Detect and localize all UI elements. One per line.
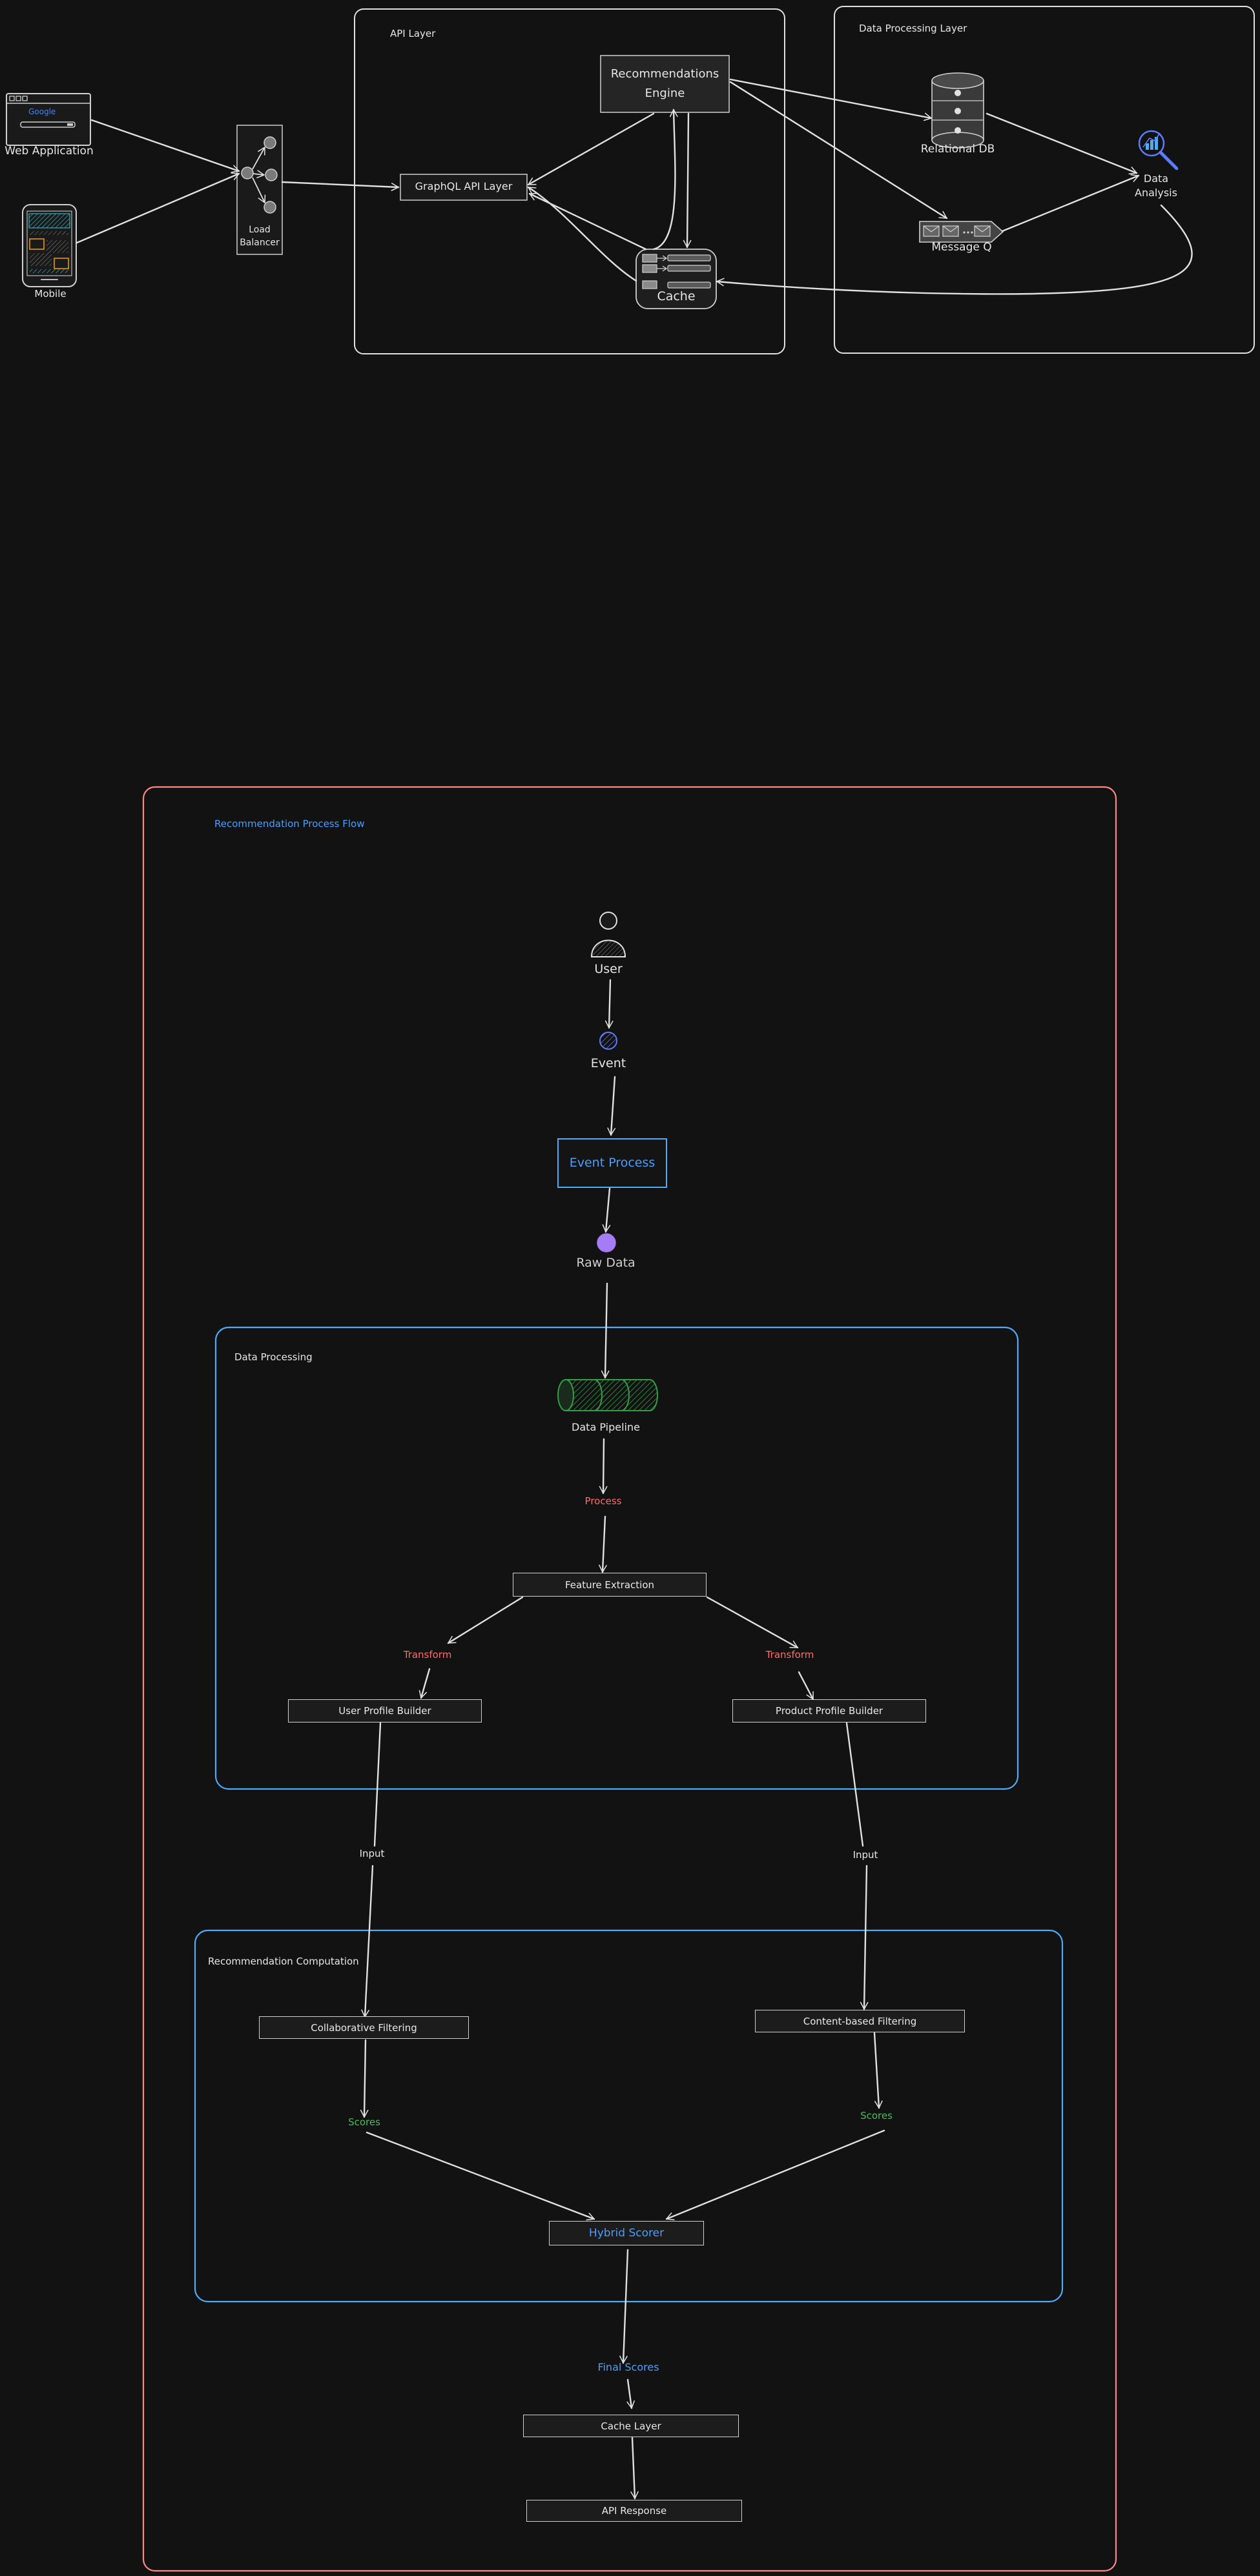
- api-layer-title: API Layer: [390, 28, 436, 39]
- rec-engine-node[interactable]: [600, 55, 730, 113]
- product-profile-builder-node[interactable]: Product Profile Builder: [732, 1699, 926, 1722]
- process-label: Process: [584, 1495, 622, 1507]
- transform-left-label: Transform: [403, 1649, 452, 1661]
- event-process-label: Event Process: [569, 1156, 656, 1170]
- data-pipeline-label: Data Pipeline: [572, 1421, 640, 1433]
- user-icon: [590, 912, 626, 957]
- data-processing-layer-frame: [834, 6, 1255, 354]
- data-processing-frame: [214, 1326, 1019, 1790]
- load-balancer-label-line1: Load: [249, 225, 271, 235]
- rec-computation-title: Recommendation Computation: [208, 1956, 359, 1967]
- graphql-node[interactable]: [400, 174, 528, 201]
- message-q-label: Message Q: [931, 241, 992, 254]
- relational-db-icon[interactable]: [931, 72, 984, 148]
- event-node[interactable]: [599, 1032, 617, 1050]
- cache-label: Cache: [657, 289, 696, 303]
- raw-data-label: Raw Data: [576, 1256, 635, 1270]
- data-layer-title: Data Processing Layer: [859, 23, 967, 34]
- cache-layer-node[interactable]: Cache Layer: [523, 2415, 739, 2437]
- load-balancer-label-line2: Balancer: [240, 238, 280, 248]
- data-analysis-icon[interactable]: [1138, 130, 1179, 170]
- web-app-label: Web Application: [5, 145, 94, 158]
- load-balancer-label: Load Balancer: [234, 223, 285, 249]
- hybrid-scorer-node[interactable]: Hybrid Scorer: [549, 2221, 704, 2245]
- message-queue-icon[interactable]: [919, 221, 1004, 243]
- raw-data-node[interactable]: [597, 1233, 616, 1252]
- final-scores-label: Final Scores: [597, 2361, 659, 2373]
- mobile-phone-icon: [22, 204, 77, 287]
- user-label: User: [594, 962, 623, 976]
- api-response-node[interactable]: API Response: [526, 2500, 742, 2522]
- relational-db-label: Relational DB: [920, 143, 995, 156]
- flow-frame: [142, 786, 1117, 2572]
- event-process-node[interactable]: [557, 1138, 667, 1188]
- load-balancer-icon: [236, 125, 283, 255]
- user-profile-builder-node[interactable]: User Profile Builder: [288, 1699, 482, 1722]
- api-layer-frame: [354, 8, 785, 354]
- rec-engine-label-line1: Recommendations: [610, 67, 719, 81]
- data-processing-title: Data Processing: [234, 1351, 313, 1363]
- flow-title: Recommendation Process Flow: [214, 818, 365, 830]
- data-analysis-label-line2: Analysis: [1135, 187, 1177, 199]
- web-app-browser-icon: [6, 93, 91, 146]
- data-analysis-label-line1: Data: [1143, 172, 1169, 185]
- input-right-label: Input: [852, 1849, 878, 1861]
- data-analysis-label: Data Analysis: [1131, 172, 1181, 200]
- collaborative-filtering-node[interactable]: Collaborative Filtering: [259, 2016, 469, 2039]
- mobile-label: Mobile: [34, 288, 67, 300]
- event-label: Event: [590, 1056, 626, 1070]
- feature-extraction-node[interactable]: Feature Extraction: [513, 1573, 707, 1597]
- architecture-arrows: [76, 78, 1193, 295]
- transform-right-label: Transform: [765, 1649, 814, 1661]
- scores-right-label: Scores: [860, 2110, 893, 2121]
- cache-icon[interactable]: [635, 249, 717, 309]
- rec-engine-label-line2: Engine: [645, 87, 685, 100]
- content-based-filtering-node[interactable]: Content-based Filtering: [755, 2010, 965, 2032]
- input-left-label: Input: [359, 1848, 385, 1859]
- browser-logo: Google: [28, 107, 56, 116]
- graphql-label: GraphQL API Layer: [415, 180, 513, 192]
- rec-computation-frame: [194, 1929, 1064, 2303]
- scores-left-label: Scores: [348, 2116, 380, 2128]
- flow-arrows: [360, 979, 885, 2500]
- data-pipeline-icon[interactable]: [557, 1379, 658, 1411]
- rec-engine-label: Recommendations Engine: [601, 65, 729, 103]
